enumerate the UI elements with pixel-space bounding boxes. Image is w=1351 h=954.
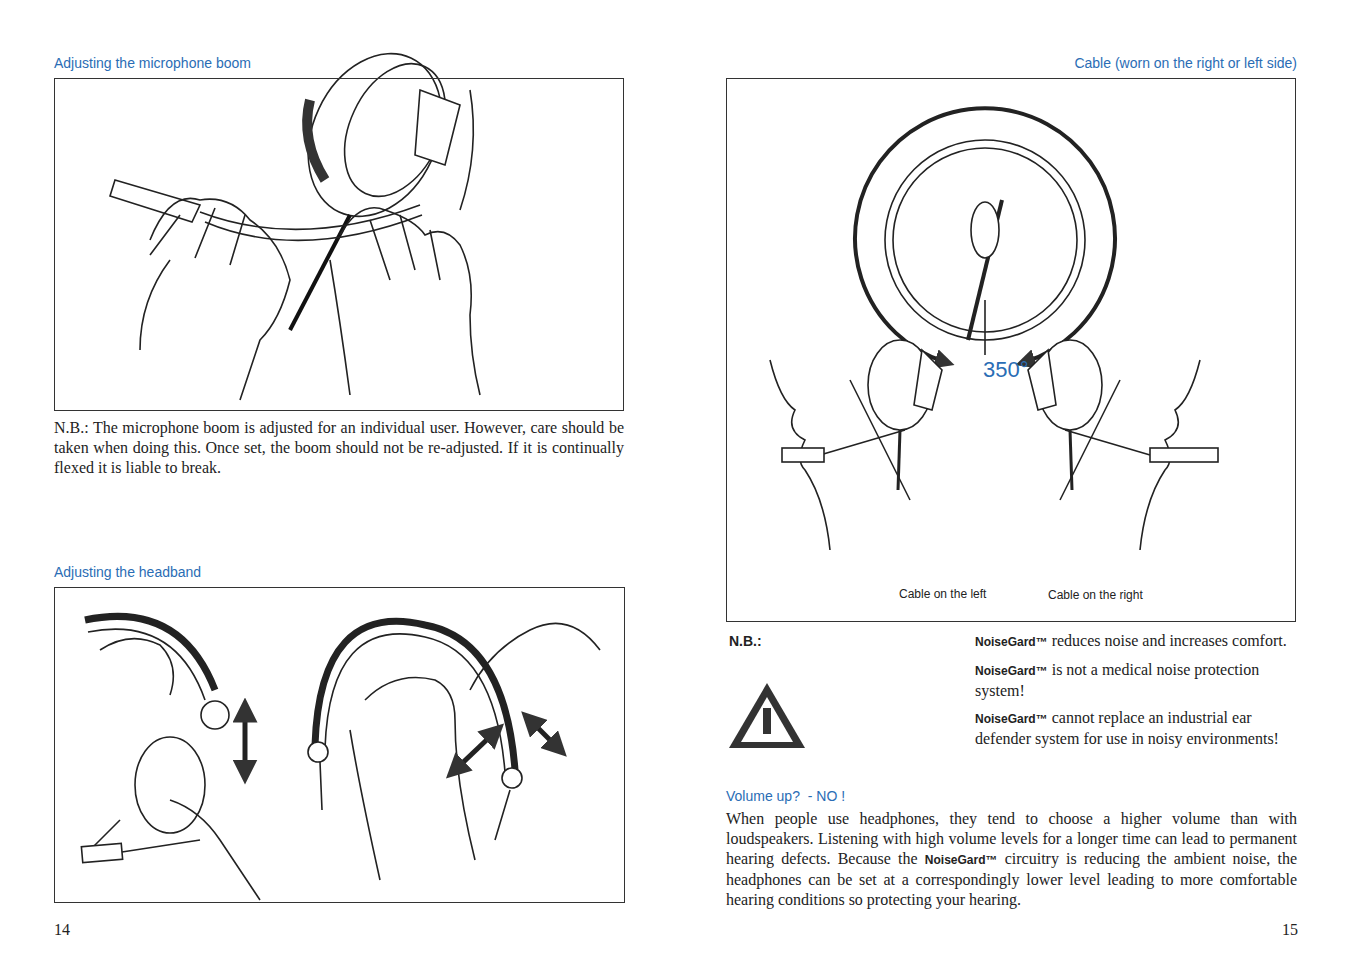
note-line-block: NoiseGard™ cannot replace an industrial … xyxy=(975,708,1298,749)
note-line-block: NoiseGard™ is not a medical noise protec… xyxy=(975,660,1298,701)
warning-symbol xyxy=(729,683,805,748)
body-paragraph: NoiseGard™ xyxy=(925,853,998,867)
drawing-part xyxy=(330,215,440,395)
page-number-block: 15 xyxy=(1258,920,1298,940)
drawing-part xyxy=(898,430,900,490)
drawing-part xyxy=(455,732,495,770)
drawing-part xyxy=(135,737,205,833)
drawing-part xyxy=(350,678,475,881)
headband-illustration xyxy=(81,616,600,900)
drawing-part xyxy=(502,768,522,788)
drawing-part xyxy=(729,683,805,748)
figure-frame: Adjusting the microphone boom xyxy=(54,78,624,411)
page-number: 15 xyxy=(1282,921,1298,938)
note-label-block: N.B.: xyxy=(729,631,809,651)
drawing-part xyxy=(470,623,600,690)
page-number: 14 xyxy=(54,921,70,938)
drawing-part xyxy=(81,843,122,862)
caption-label: Cable on the left xyxy=(899,587,986,601)
cable-illustration xyxy=(770,108,1218,550)
section-heading: Cable (worn on the right or left side) xyxy=(1074,55,1297,71)
drawing-part xyxy=(1150,448,1218,462)
drawing-part xyxy=(308,742,328,762)
drawing-part xyxy=(325,48,466,213)
drawing-part xyxy=(460,90,473,210)
drawing-part xyxy=(243,710,248,772)
note-line: NoiseGard™ xyxy=(975,664,1048,678)
drawing-part xyxy=(325,634,505,772)
page-number-block: 14 xyxy=(54,920,94,940)
drawing-part xyxy=(122,840,200,852)
section-heading: Adjusting the microphone boom xyxy=(54,55,251,71)
drawing-part xyxy=(971,202,999,258)
drawing-part xyxy=(770,360,830,550)
drawing-part xyxy=(1065,430,1150,455)
drawing-part xyxy=(201,701,229,729)
drawing-part xyxy=(100,639,260,900)
drawing-part xyxy=(320,762,510,840)
drawing-part xyxy=(782,448,824,462)
drawing-part xyxy=(1070,430,1072,490)
boom-illustration xyxy=(110,32,480,400)
note-paragraph-block: N.B.: The microphone boom is adjusted fo… xyxy=(54,418,624,478)
drawing-part xyxy=(150,198,290,400)
note-label: N.B.: xyxy=(729,633,762,649)
drawing-part xyxy=(205,215,422,240)
drawing-part xyxy=(530,720,558,748)
drawing-part xyxy=(315,621,515,770)
drawing-part xyxy=(763,708,771,734)
drawing-part xyxy=(855,108,1115,362)
angle-label: 350° xyxy=(983,357,1029,383)
drawing-part xyxy=(984,300,986,355)
drawing-part xyxy=(140,208,245,350)
note-line: reduces noise and increases comfort. xyxy=(1052,632,1287,649)
drawing-part xyxy=(200,205,420,229)
drawing-part xyxy=(1028,350,1056,410)
body-paragraph-block: When people use headphones, they tend to… xyxy=(726,809,1297,910)
figure-frame: Cable (worn on the right or left side)35… xyxy=(726,78,1296,622)
drawing-part xyxy=(741,697,793,742)
note-line: NoiseGard™ xyxy=(975,712,1048,726)
drawing-part xyxy=(307,100,325,180)
drawing-part xyxy=(415,90,460,165)
note-line: NoiseGard™ xyxy=(975,635,1048,649)
section-heading: Adjusting the headband xyxy=(54,564,201,580)
drawing-part xyxy=(340,208,480,395)
drawing-part xyxy=(110,180,200,222)
section-heading-block: Volume up? - NO ! xyxy=(726,786,1026,806)
drawing-part xyxy=(914,350,942,410)
section-heading: Volume up? - NO ! xyxy=(726,788,845,804)
note-line-block: NoiseGard™ reduces noise and increases c… xyxy=(975,631,1298,652)
figure-frame: Adjusting the headband xyxy=(54,587,625,903)
caption-label: Cable on the right xyxy=(1048,588,1143,602)
drawing-part xyxy=(820,430,905,455)
note-paragraph: N.B.: The microphone boom is adjusted fo… xyxy=(54,419,624,476)
